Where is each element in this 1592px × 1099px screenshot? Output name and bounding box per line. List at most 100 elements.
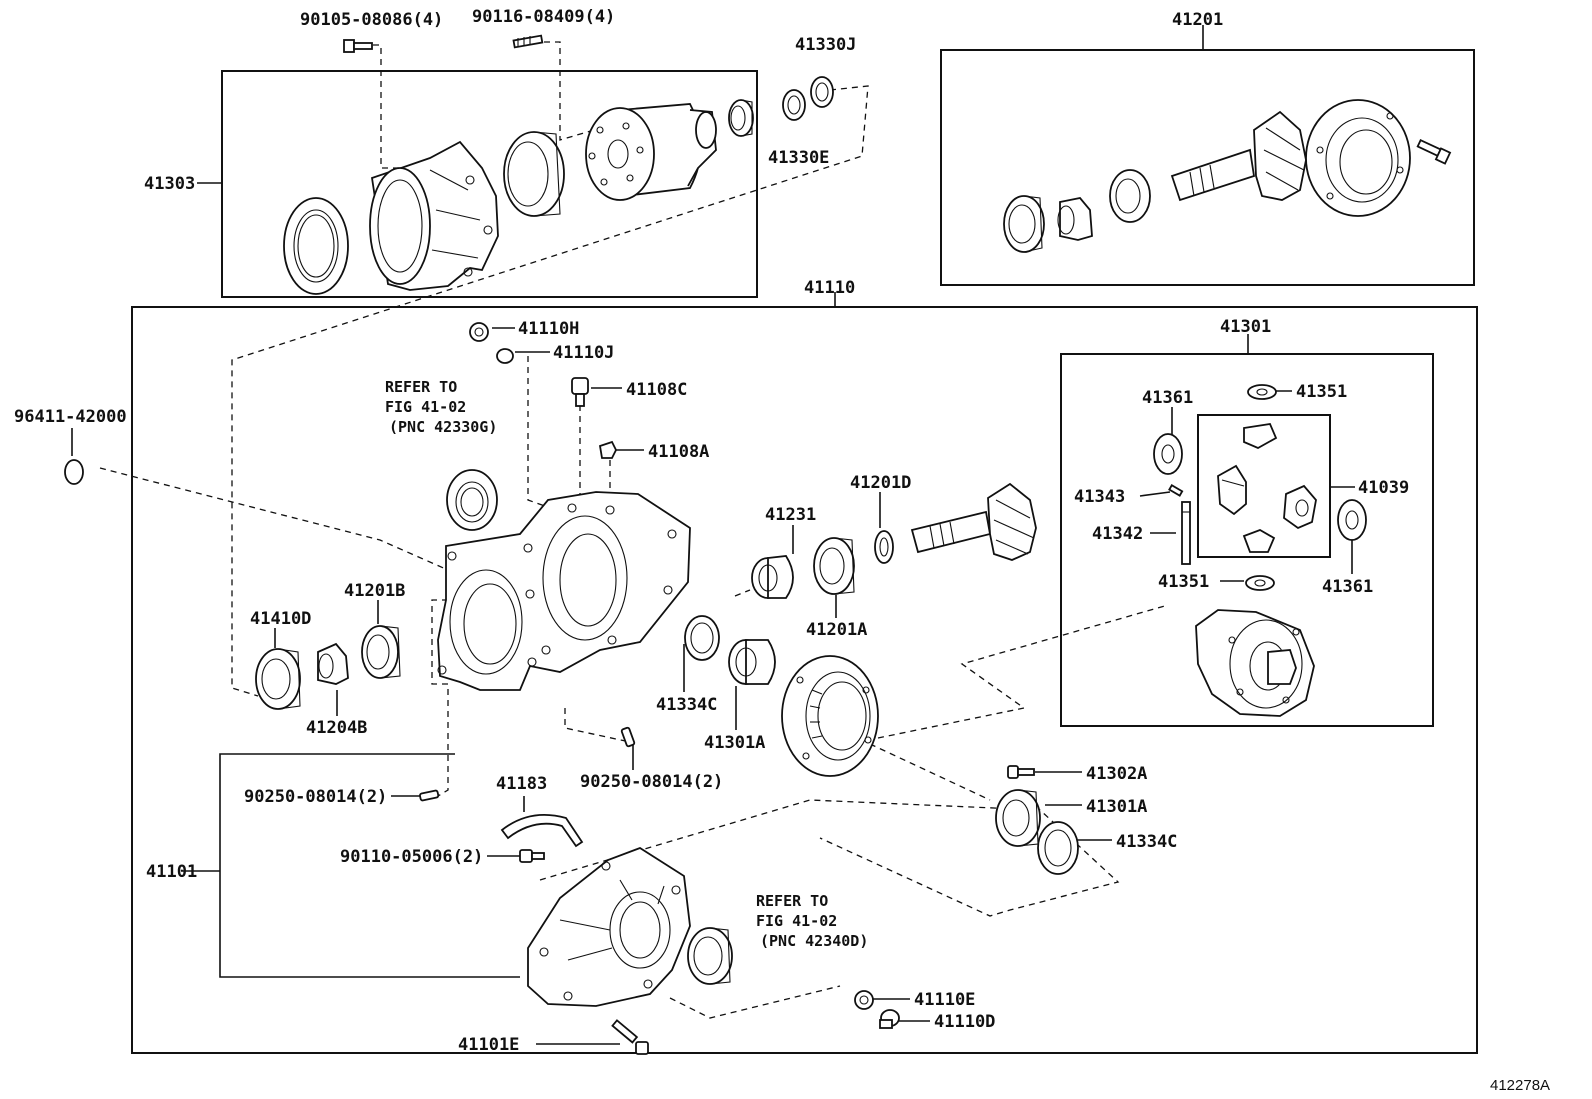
label-41039: 41039 — [1358, 478, 1409, 498]
washer-41361-bottom-icon — [1337, 499, 1367, 541]
leader-41343 — [1139, 491, 1171, 497]
gasket-41110E-icon — [854, 990, 874, 1010]
pin-41343-icon — [1168, 484, 1184, 497]
shim-41330J-icon — [810, 76, 834, 108]
label-41110E: 41110E — [914, 990, 975, 1010]
washer-41361-top-icon — [1153, 433, 1183, 475]
label-41201A: 41201A — [806, 620, 867, 640]
label-41101E: 41101E — [458, 1035, 519, 1055]
box-41039 — [1197, 414, 1331, 558]
side-gear-right-hub — [1295, 499, 1309, 517]
label-41351-top: 41351 — [1296, 382, 1347, 402]
label-90250-08014-left: 90250-08014(2) — [244, 787, 387, 807]
label-41110H: 41110H — [518, 319, 579, 339]
washer-41351-bottom-icon — [1245, 575, 1275, 591]
label-41110J: 41110J — [553, 343, 614, 363]
pin-90250-left-icon — [419, 789, 440, 802]
spacer-41201-icon — [1057, 197, 1093, 241]
bearing-41231-icon — [751, 555, 794, 599]
side-gear-left-icon — [1217, 464, 1247, 516]
plug-96411-icon — [64, 459, 84, 485]
box-41303 — [221, 70, 758, 298]
label-41231: 41231 — [765, 505, 816, 525]
bearing-41303-icon — [503, 131, 565, 217]
label-90116-08409: 90116-08409(4) — [472, 7, 615, 27]
label-41183: 41183 — [496, 774, 547, 794]
dash-pin-left — [431, 599, 449, 797]
drive-pinion-main-icon — [910, 482, 1037, 561]
dash-stud-90116 — [544, 41, 595, 141]
gasket-41110J-icon — [496, 348, 514, 364]
dash-cover-to-41110E — [669, 985, 841, 1019]
oil-seal-41303-icon — [283, 197, 349, 295]
oil-seal-41410D-icon — [255, 648, 301, 710]
label-41301A-left: 41301A — [704, 733, 765, 753]
pin-90250-right-icon — [620, 726, 636, 748]
spacer-41204B-icon — [317, 642, 349, 685]
label-41110: 41110 — [804, 278, 855, 298]
bracket-41101 — [219, 753, 520, 978]
plug-41110D-icon — [879, 1009, 900, 1029]
catalog-number: 412278A — [1490, 1077, 1550, 1094]
label-41110D: 41110D — [934, 1012, 995, 1032]
pinion-gear-bottom-icon — [1242, 529, 1276, 553]
bolt-41101E-icon — [611, 1019, 649, 1055]
bearing-41201-icon — [1109, 169, 1151, 223]
label-41301: 41301 — [1220, 317, 1271, 337]
bearing-41301A-right-icon — [995, 789, 1041, 847]
label-41101: 41101 — [146, 862, 197, 882]
shim-41201D-hole — [879, 537, 889, 557]
box-41201 — [940, 49, 1475, 286]
ring-gear-41201-icon — [1305, 99, 1411, 217]
bearing-cup-41334C-left-icon — [684, 615, 720, 661]
pinion-gear-top-icon — [1243, 423, 1278, 450]
side-gear-left-tooth — [1221, 479, 1245, 487]
label-41302A: 41302A — [1086, 764, 1147, 784]
bolt-41302A-icon — [1007, 765, 1035, 779]
box-41110 — [131, 306, 1478, 1054]
label-41330E: 41330E — [768, 148, 829, 168]
label-41361-top: 41361 — [1142, 388, 1193, 408]
refer1-line2: FIG 41-02 — [385, 398, 466, 416]
gasket-41110H-icon — [469, 322, 489, 342]
dash-41303-path — [231, 85, 869, 697]
differential-case-icon — [1195, 609, 1315, 717]
bearing-41201A-icon — [813, 537, 855, 595]
oil-seal-42330G-icon — [446, 469, 498, 531]
dash-to-41231 — [734, 589, 751, 597]
dash-cover-outline — [539, 799, 1120, 917]
differential-carrier-41110-icon — [437, 491, 691, 691]
label-41201D: 41201D — [850, 473, 911, 493]
box-41301 — [1060, 353, 1434, 727]
oil-seal-41201-icon — [1003, 195, 1045, 253]
label-41303: 41303 — [144, 174, 195, 194]
bolt-41201-icon — [1416, 138, 1452, 165]
refer2-line3: (PNC 42340D) — [760, 932, 868, 950]
label-96411-42000: 96411-42000 — [14, 407, 127, 427]
dash-ring-to-diff — [877, 604, 1169, 739]
shaft-41342-icon — [1181, 501, 1191, 565]
label-41301A-right: 41301A — [1086, 797, 1147, 817]
shim-41330J-hole — [815, 82, 829, 102]
refer2-line2: FIG 41-02 — [756, 912, 837, 930]
refer1-line3: (PNC 42330G) — [389, 418, 497, 436]
label-41201B: 41201B — [344, 581, 405, 601]
label-41201-top: 41201 — [1172, 10, 1223, 30]
dash-bolt-90105 — [373, 44, 418, 169]
label-90250-08014-right: 90250-08014(2) — [580, 772, 723, 792]
bracket-41183-icon — [500, 813, 584, 848]
ring-gear-main-icon — [781, 655, 879, 777]
plug-41108A-icon — [598, 440, 618, 459]
shim-41201D-icon — [874, 530, 894, 564]
label-41108C: 41108C — [626, 380, 687, 400]
side-gear-right-icon — [1283, 484, 1317, 530]
label-41361-bottom: 41361 — [1322, 577, 1373, 597]
bearing-cup-41334C-right-icon — [1037, 821, 1079, 875]
transfer-housing-icon — [369, 140, 499, 291]
dash-pin-right — [564, 708, 631, 743]
small-bearing-41303-icon — [728, 99, 754, 137]
transfer-gear-cylinder-icon — [585, 103, 717, 201]
drive-pinion-41201-icon — [1170, 110, 1307, 202]
